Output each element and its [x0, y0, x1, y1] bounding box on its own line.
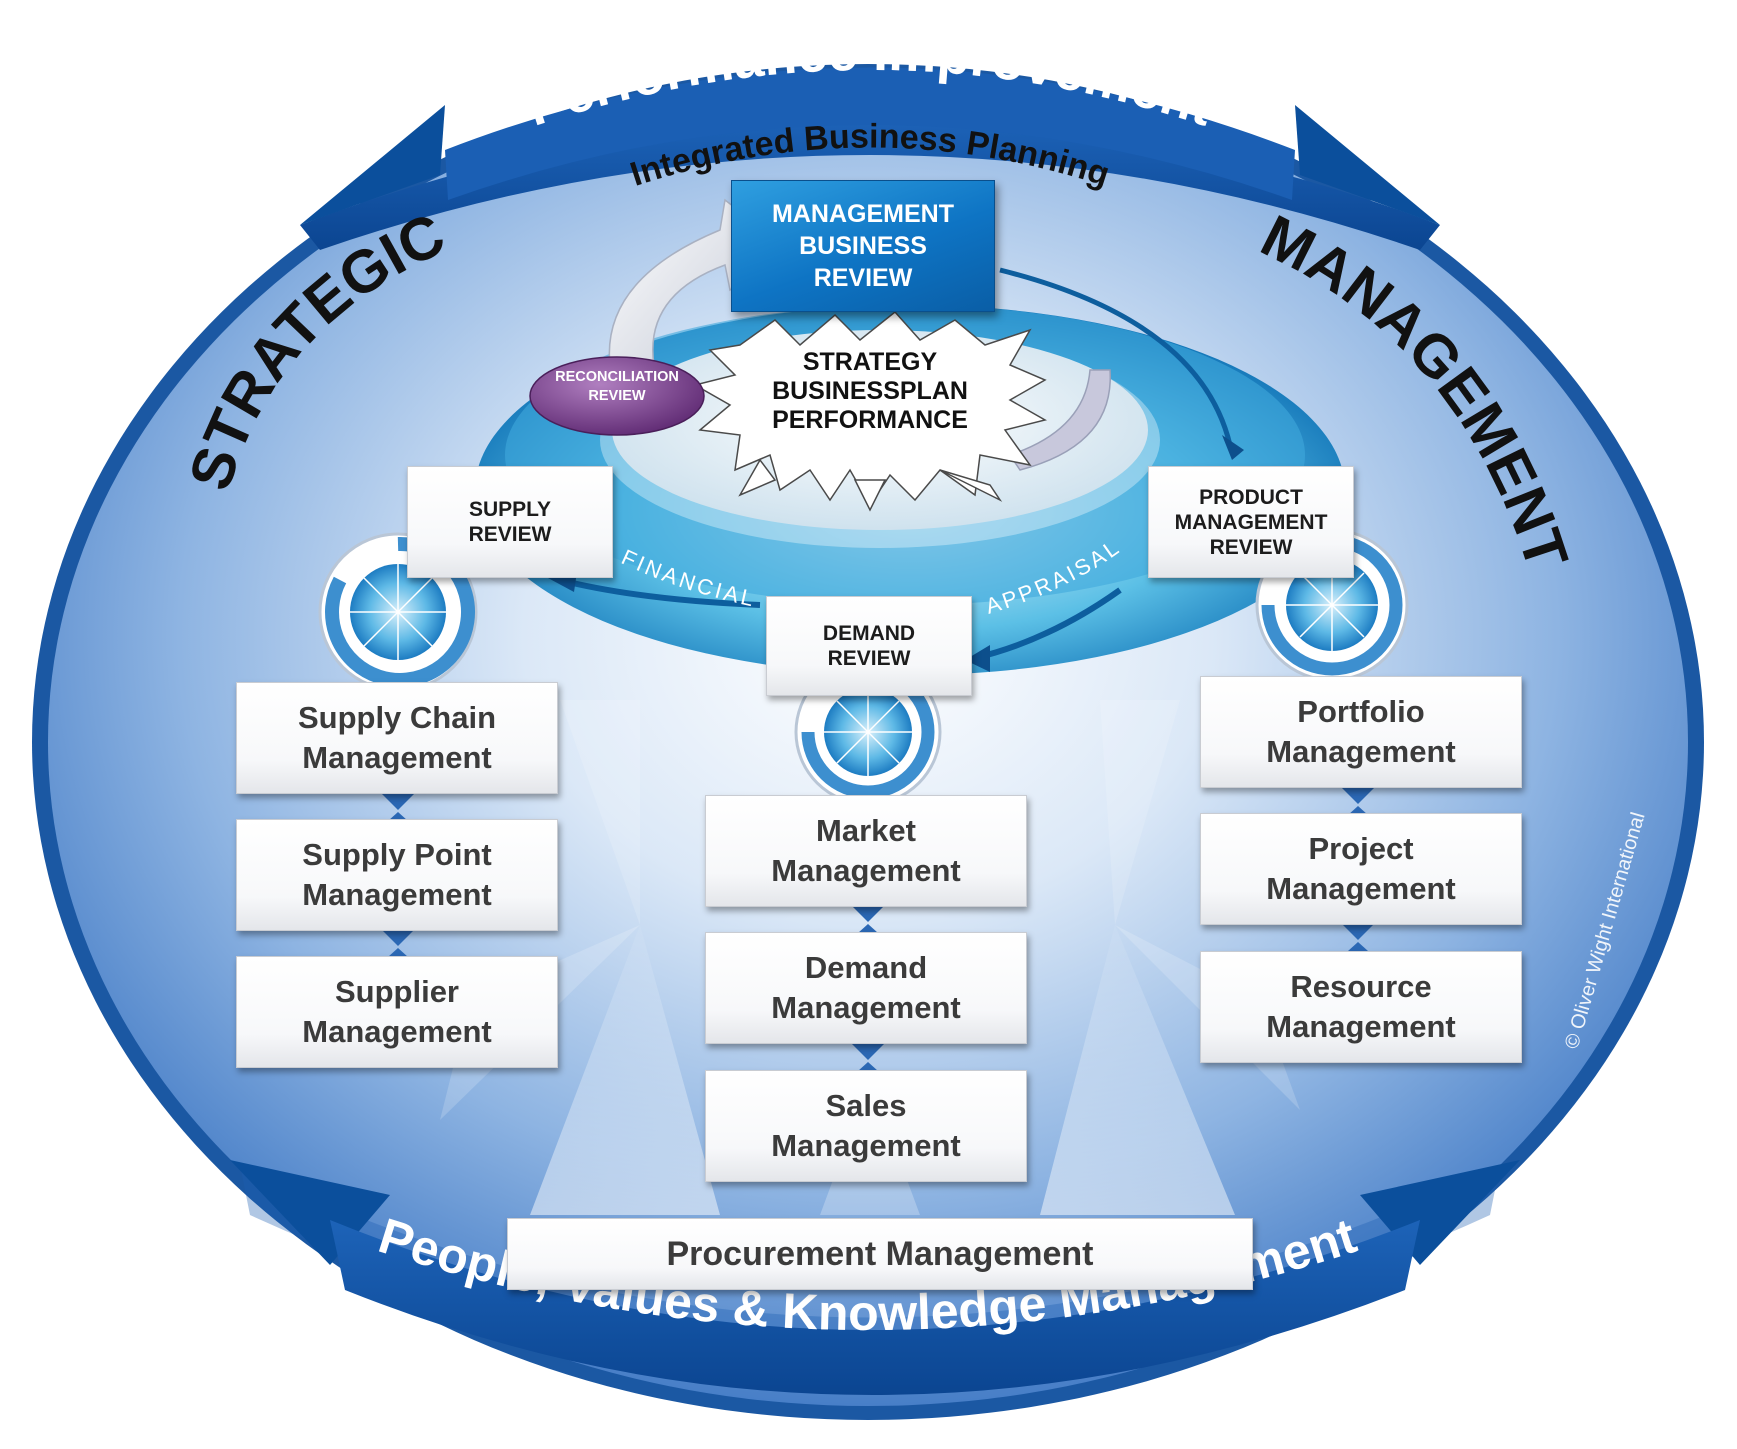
reconciliation-review-label: RECONCILIATION REVIEW — [555, 369, 679, 404]
procurement-management-label: Procurement Management — [666, 1235, 1094, 1273]
supply-review-label: SUPPLY REVIEW — [468, 498, 552, 546]
supply-review-box: SUPPLY REVIEW — [407, 466, 613, 578]
resource-management-label: Resource Management — [1266, 969, 1456, 1044]
management-business-review-label: MANAGEMENT BUSINESS REVIEW — [772, 200, 954, 292]
supplier-management-box: Supplier Management — [236, 956, 558, 1068]
procurement-management-box: Procurement Management — [507, 1218, 1253, 1290]
supplier-management-label: Supplier Management — [302, 974, 492, 1049]
starburst-icon — [693, 310, 1047, 507]
supply-chain-management-box: Supply Chain Management — [236, 682, 558, 794]
market-management-label: Market Management — [771, 813, 961, 888]
top-left-arrowhead — [300, 105, 445, 225]
management-business-review-box: MANAGEMENT BUSINESS REVIEW — [731, 180, 995, 312]
demand-review-box: DEMAND REVIEW — [766, 596, 972, 696]
strategy-label: STRATEGY BUSINESSPLAN PERFORMANCE — [772, 348, 968, 434]
top-right-arrowhead — [1295, 105, 1440, 225]
arrow-to-demand-icon — [965, 645, 990, 672]
resource-management-box: Resource Management — [1200, 951, 1522, 1063]
portfolio-management-label: Portfolio Management — [1266, 694, 1456, 769]
demand-review-label: DEMAND REVIEW — [822, 622, 916, 670]
supply-point-management-box: Supply Point Management — [236, 819, 558, 931]
supply-chain-management-label: Supply Chain Management — [297, 700, 497, 775]
sales-management-box: Sales Management — [705, 1070, 1027, 1182]
project-management-box: Project Management — [1200, 813, 1522, 925]
demand-wheel-icon — [794, 658, 942, 806]
demand-management-box: Demand Management — [705, 932, 1027, 1044]
sales-management-label: Sales Management — [771, 1088, 961, 1163]
supply-point-management-label: Supply Point Management — [302, 837, 492, 912]
project-management-label: Project Management — [1266, 831, 1456, 906]
portfolio-management-box: Portfolio Management — [1200, 676, 1522, 788]
product-management-review-box: PRODUCT MANAGEMENT REVIEW — [1148, 466, 1354, 578]
demand-management-label: Demand Management — [771, 950, 961, 1025]
product-management-review-label: PRODUCT MANAGEMENT REVIEW — [1174, 485, 1328, 559]
reconciliation-review-oval — [529, 356, 705, 436]
market-management-box: Market Management — [705, 795, 1027, 907]
